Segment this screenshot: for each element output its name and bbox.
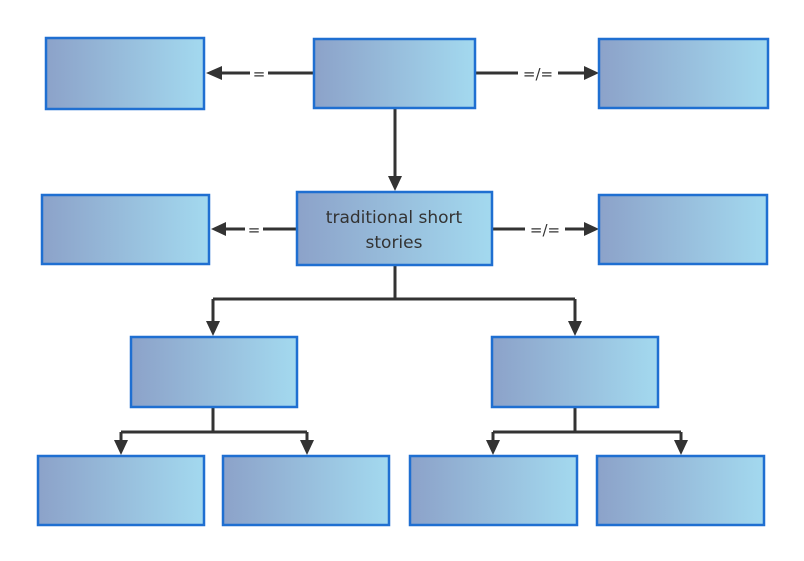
- arrowhead-top-right: [584, 66, 599, 80]
- node-top-center[interactable]: [312, 37, 477, 110]
- edge-label-mid-right: =/=: [530, 221, 560, 239]
- node-branch-right[interactable]: [490, 335, 660, 409]
- node-leaf-4[interactable]: [595, 454, 766, 527]
- arrowhead-mid-left: [211, 222, 226, 236]
- arrowhead-branch-left: [206, 321, 220, 336]
- node-mid-left[interactable]: [40, 193, 211, 266]
- node-mid-center[interactable]: [295, 190, 494, 267]
- node-top-left[interactable]: [44, 36, 206, 111]
- edge-label-bg-top-left: [250, 63, 268, 83]
- arrowhead-leaf-3: [486, 440, 500, 455]
- edge-label-mid-left: =: [248, 221, 261, 239]
- edge-label-bg-mid-left: [245, 219, 263, 239]
- node-leaf-1[interactable]: [36, 454, 206, 527]
- edge-label-bg-top-right: [518, 63, 558, 83]
- node-mid-center-label-line2: stories: [366, 233, 423, 253]
- edge-label-bg-mid-right: [525, 219, 565, 239]
- node-mid-right[interactable]: [597, 193, 769, 266]
- edge-label-top-right: =/=: [523, 65, 553, 83]
- arrowhead-top-left: [206, 66, 222, 80]
- node-branch-left[interactable]: [129, 335, 299, 409]
- arrowhead-mid-right: [584, 222, 599, 236]
- arrowhead-top-to-mid: [388, 176, 402, 191]
- node-top-right[interactable]: [597, 37, 770, 110]
- arrowhead-leaf-1: [114, 440, 128, 455]
- node-leaf-2[interactable]: [221, 454, 391, 527]
- edge-label-top-left: =: [253, 65, 266, 83]
- node-leaf-3[interactable]: [408, 454, 579, 527]
- arrowhead-branch-right: [568, 321, 582, 336]
- arrowhead-leaf-4: [674, 440, 688, 455]
- arrowhead-leaf-2: [300, 440, 314, 455]
- node-mid-center-label-line1: traditional short: [326, 208, 463, 228]
